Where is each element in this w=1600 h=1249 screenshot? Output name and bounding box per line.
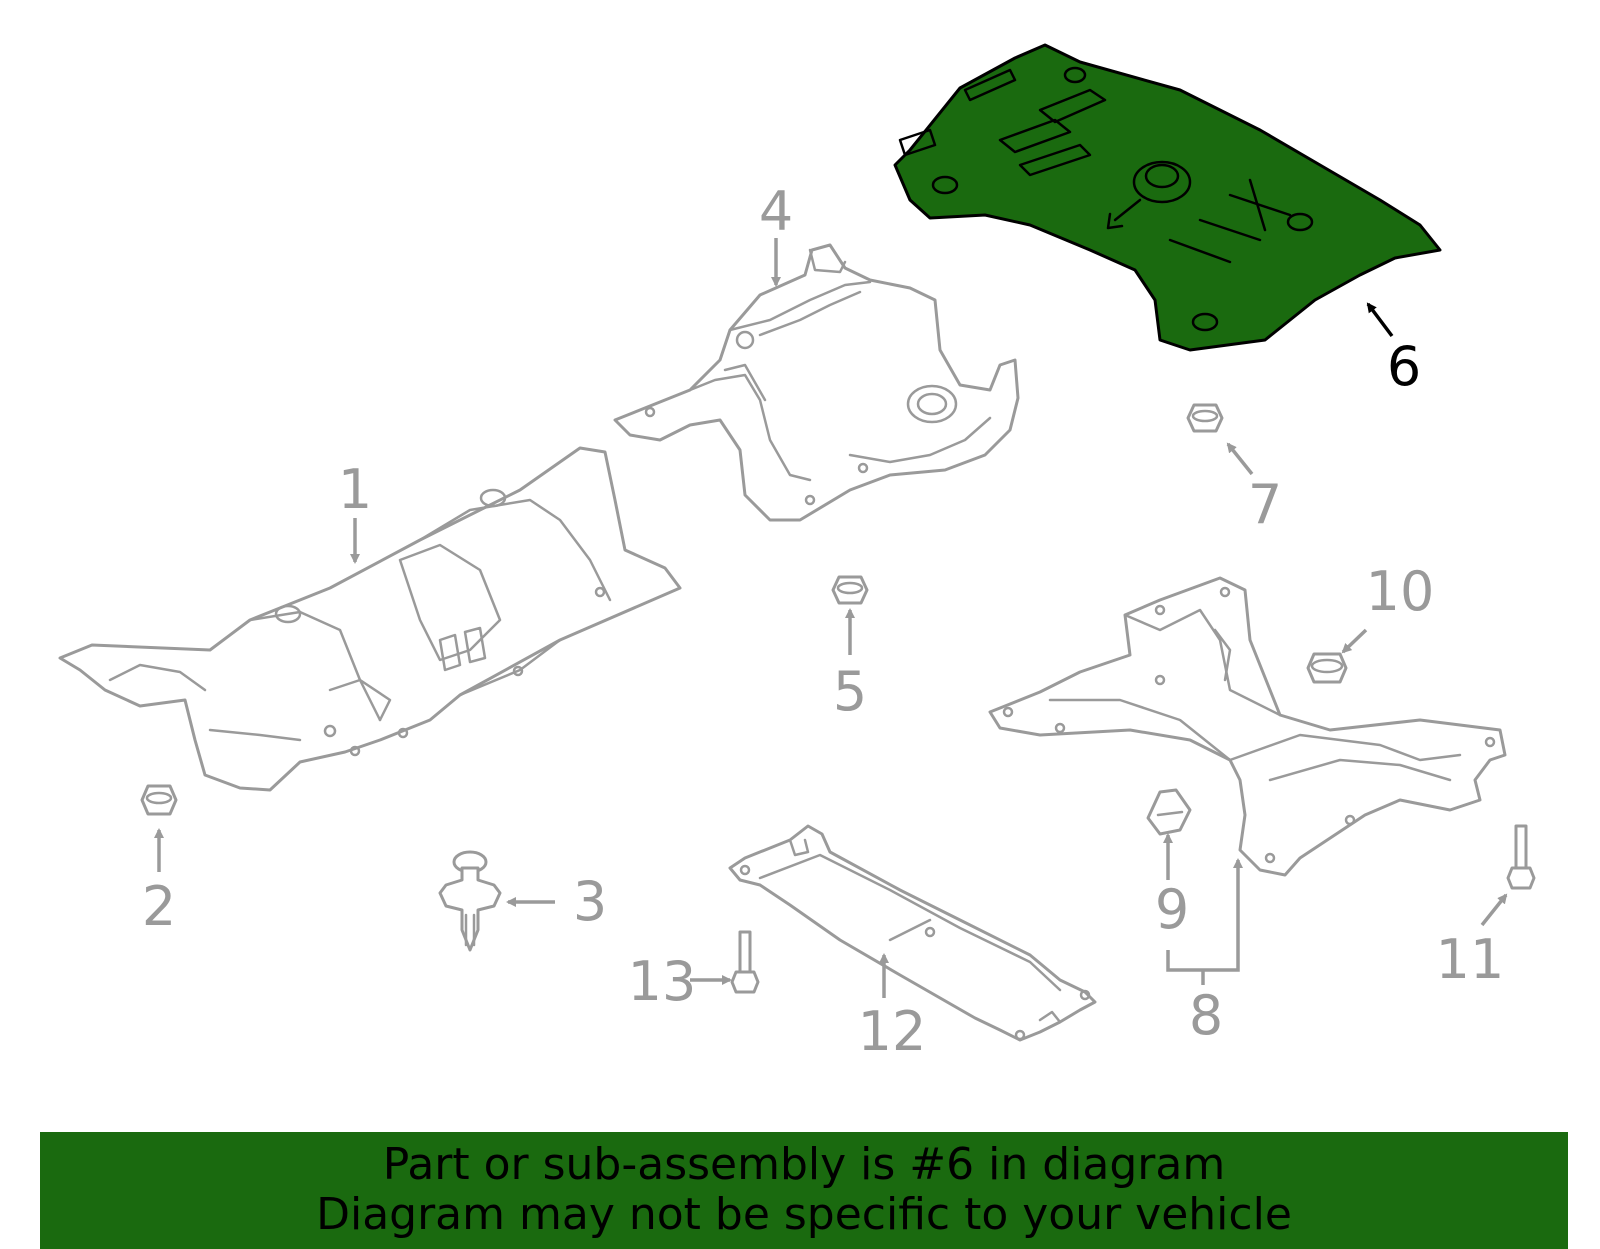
callout-6: 6	[1387, 335, 1421, 398]
part-8-crossmember[interactable]	[988, 576, 1507, 877]
parts-diagram: 1 2 3 4 5 6 7 8 9 10 11 12 13	[58, 43, 1536, 1063]
info-banner: Part or sub-assembly is #6 in diagram Di…	[40, 1132, 1568, 1249]
callout-4: 4	[759, 180, 793, 243]
part-10-nut[interactable]	[1306, 652, 1348, 684]
callout-9: 9	[1155, 878, 1189, 941]
part-5-nut[interactable]	[831, 575, 869, 605]
part-2-nut[interactable]	[140, 784, 178, 816]
callout-8: 8	[1189, 984, 1223, 1047]
callout-3: 3	[573, 870, 607, 933]
leader-7	[1226, 442, 1254, 476]
banner-line-part-number: Part or sub-assembly is #6 in diagram	[382, 1139, 1226, 1190]
part-6-shield-highlighted[interactable]	[893, 43, 1442, 352]
callout-12: 12	[858, 1000, 927, 1063]
part-3-push-clip[interactable]	[438, 850, 502, 952]
leader-10	[1341, 628, 1368, 654]
callout-11: 11	[1436, 928, 1505, 991]
leader-lines	[154, 238, 1508, 998]
callout-2: 2	[142, 875, 176, 938]
part-4-heat-shield[interactable]	[613, 243, 1020, 522]
part-7-nut[interactable]	[1186, 403, 1224, 433]
part-12-brace[interactable]	[728, 824, 1097, 1042]
callout-7: 7	[1248, 473, 1282, 536]
banner-line-disclaimer: Diagram may not be specific to your vehi…	[316, 1189, 1292, 1240]
callout-1: 1	[338, 458, 372, 521]
leader-6	[1366, 302, 1394, 338]
callout-5: 5	[833, 660, 867, 723]
leader-11	[1480, 893, 1508, 927]
callout-labels: 1 2 3 4 5 6 7 8 9 10 11 12 13	[142, 180, 1505, 1063]
part-1-heat-shield[interactable]	[58, 446, 682, 792]
callout-10: 10	[1366, 560, 1435, 623]
callout-13: 13	[628, 950, 697, 1013]
part-9-bushing[interactable]	[1146, 788, 1192, 836]
part-13-bolt[interactable]	[730, 930, 760, 994]
part-11-bolt[interactable]	[1506, 824, 1536, 890]
